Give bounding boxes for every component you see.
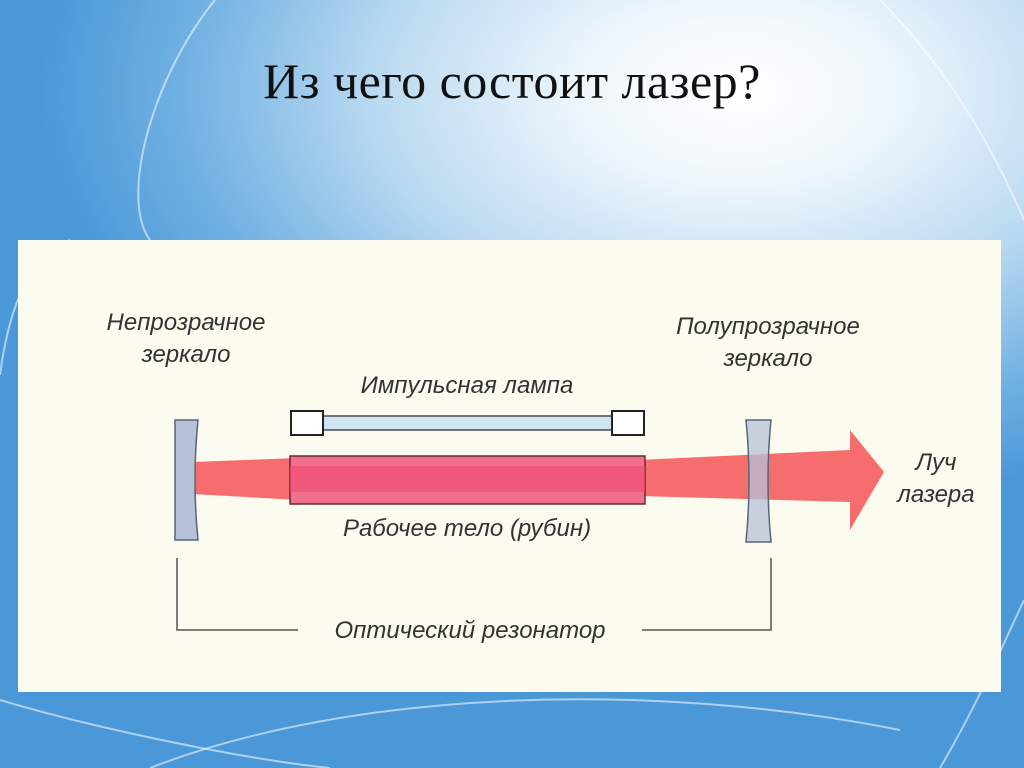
semi-transparent-mirror [745, 419, 772, 543]
slide-title: Из чего состоит лазер? [263, 53, 761, 109]
beam-label-line1: Луч [914, 449, 957, 476]
ruby-rod-label: Рабочее тело (рубин) [343, 515, 591, 542]
beam-label-line2: лазера [895, 481, 974, 508]
resonator-bracket [176, 558, 772, 631]
resonator-label: Оптический резонатор [334, 617, 605, 644]
lamp-right-cap [611, 410, 645, 436]
semi-mirror-label-line2: зеркало [723, 345, 813, 372]
flash-lamp-label: Импульсная лампа [361, 372, 574, 399]
opaque-mirror [174, 419, 199, 541]
opaque-mirror-label-line2: зеркало [141, 341, 231, 368]
laser-diagram: Непрозрачное зеркало Полупрозрачное зерк… [107, 309, 975, 644]
semi-mirror-label-line1: Полупрозрачное [676, 313, 860, 340]
lamp-left-cap [290, 410, 324, 436]
flash-lamp [290, 410, 645, 436]
opaque-mirror-label-line1: Непрозрачное [107, 309, 266, 336]
diagram-panel: Непрозрачное зеркало Полупрозрачное зерк… [18, 240, 1001, 692]
ruby-rod [289, 455, 646, 505]
beam-left-segment [193, 458, 298, 500]
